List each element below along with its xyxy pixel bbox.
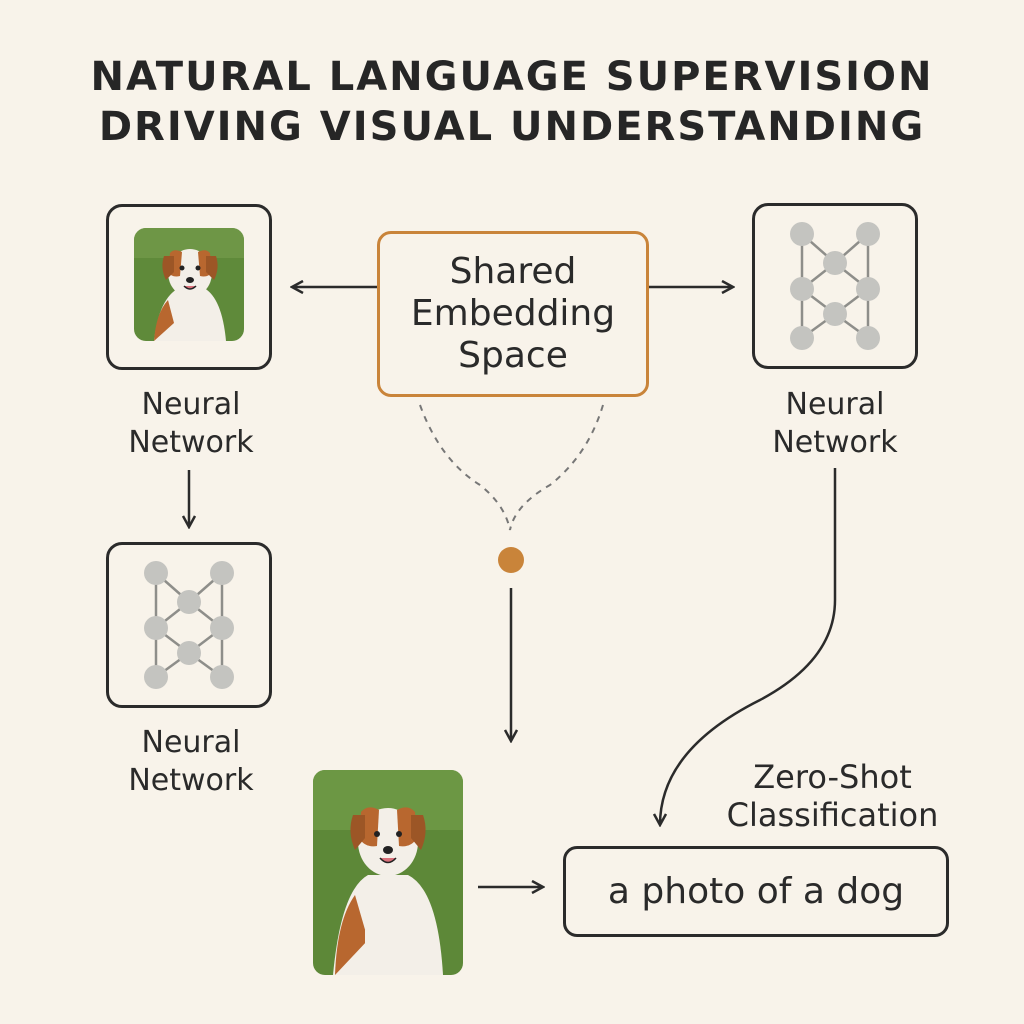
shared-embedding-space-box: Shared Embedding Space	[377, 231, 649, 397]
text-encoder-box	[752, 203, 918, 369]
diagram-title: NATURAL LANGUAGE SUPERVISION DRIVING VIS…	[0, 52, 1024, 152]
arrow-to-classification	[660, 468, 837, 825]
dashed-connector-right	[509, 404, 604, 531]
title-line-1: NATURAL LANGUAGE SUPERVISION	[90, 54, 934, 100]
nn-label-bottom-left: Neural Network	[128, 725, 254, 798]
caption-text-box: a photo of a dog	[563, 846, 949, 937]
neural-network-icon	[144, 561, 234, 689]
dog-photo-large	[313, 770, 463, 975]
shared-line-2: Embedding	[410, 293, 616, 334]
zero-shot-label: Zero-Shot Classification	[726, 758, 939, 834]
shared-line-3: Space	[458, 335, 568, 376]
image-input-box	[106, 204, 272, 370]
nn-label-top-right: Neural Network	[772, 387, 898, 460]
shared-line-1: Shared	[449, 251, 577, 292]
merge-point-icon	[498, 547, 524, 573]
caption-text: a photo of a dog	[607, 871, 905, 912]
nn-label-top-left: Neural Network	[128, 387, 254, 460]
neural-network-icon	[790, 222, 880, 350]
title-line-2: DRIVING VISUAL UNDERSTANDING	[98, 104, 926, 150]
dog-photo-small	[134, 228, 244, 341]
image-encoder-box	[106, 542, 272, 708]
dashed-connector-left	[419, 404, 511, 531]
